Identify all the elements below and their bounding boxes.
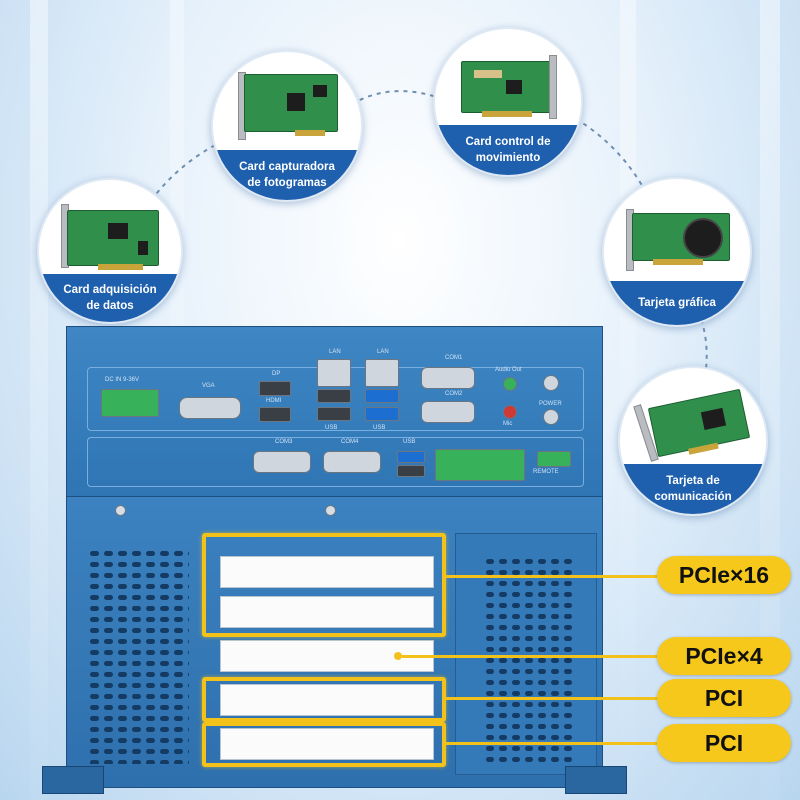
right-vent [485, 557, 577, 767]
dc-in-label: DC IN 9-36V [105, 377, 140, 383]
dc-in-terminal[interactable] [101, 389, 159, 417]
card-data-acquisition[interactable]: Card adquisición de datos [37, 178, 183, 324]
hdmi-label: HDMI [266, 398, 282, 404]
gpio-terminal[interactable] [435, 449, 525, 481]
usb-port-2[interactable] [317, 407, 351, 421]
lan-port-1[interactable] [317, 359, 351, 387]
vga-port[interactable] [179, 397, 241, 419]
usb-port-6[interactable] [397, 465, 425, 477]
com1-port[interactable] [421, 367, 475, 389]
pci-1-highlight [202, 677, 446, 722]
usb-label: USB [373, 425, 386, 431]
pcie-x4-connector [402, 655, 657, 658]
vga-label: VGA [202, 383, 215, 389]
mic-label: Mic [503, 421, 513, 427]
expansion-slot-4[interactable] [220, 684, 434, 716]
slot-label-pci: PCI [657, 724, 791, 762]
com1-label: COM1 [445, 355, 463, 361]
card-label: Card capturadora [239, 161, 335, 173]
screw [115, 505, 126, 516]
card-label: Tarjeta de [666, 475, 720, 487]
usb-port-3[interactable] [365, 389, 399, 403]
lower-io-frame [87, 437, 584, 487]
dp-port[interactable] [259, 381, 291, 396]
reset-button[interactable] [543, 375, 559, 391]
expansion-slot-2[interactable] [220, 596, 434, 628]
pci-2-highlight [202, 722, 446, 767]
light-streak [760, 0, 780, 800]
chassis-foot [42, 766, 104, 794]
card-label: de fotogramas [247, 177, 327, 189]
mic-jack[interactable] [503, 405, 517, 419]
card-motion-control[interactable]: Card control de movimiento [433, 27, 583, 177]
card-label: Card control de [465, 136, 551, 148]
light-streak [30, 0, 48, 800]
remote-label: REMOTE [533, 469, 559, 475]
card-label: movimiento [475, 152, 541, 164]
com2-port[interactable] [421, 401, 475, 423]
pcie-x16-connector [442, 575, 657, 578]
card-frame-grabber[interactable]: Card capturadora de fotogramas [211, 50, 363, 202]
usb-label: USB [325, 425, 338, 431]
power-label: POWER [539, 401, 562, 407]
pci-1-connector [442, 697, 657, 700]
lan-label: LAN [377, 349, 389, 355]
pci-2-connector [442, 742, 657, 745]
card-label: de datos [86, 300, 134, 312]
usb-port-4[interactable] [365, 407, 399, 421]
expansion-slot-1[interactable] [220, 556, 434, 588]
slot-label-pci: PCI [657, 679, 791, 717]
chassis-io-panel: DC IN 9-36V VGA DP HDMI LAN USB LAN USB … [66, 326, 603, 498]
audio-out-label: Audio Out [495, 367, 522, 373]
usb-label: USB [403, 439, 416, 445]
com3-label: COM3 [275, 439, 293, 445]
card-graphics[interactable]: Tarjeta gráfica [602, 177, 752, 327]
card-label: Tarjeta gráfica [638, 297, 716, 309]
dp-label: DP [272, 371, 281, 377]
com4-label: COM4 [341, 439, 359, 445]
usb-port-1[interactable] [317, 389, 351, 403]
pcie-x16-highlight [202, 533, 446, 637]
usb-port-5[interactable] [397, 451, 425, 463]
card-label: Card adquisición [63, 284, 157, 296]
screw [325, 505, 336, 516]
pcie-x4-marker [394, 652, 402, 660]
remote-terminal[interactable] [537, 451, 571, 467]
power-button[interactable] [543, 409, 559, 425]
slot-label-pcie-x16: PCIe×16 [657, 556, 791, 594]
expansion-slot-5[interactable] [220, 728, 434, 760]
card-label: comunicación [654, 491, 732, 503]
lan-label: LAN [329, 349, 341, 355]
hdmi-port[interactable] [259, 407, 291, 422]
com3-port[interactable] [253, 451, 311, 473]
chassis-foot [565, 766, 627, 794]
lan-port-2[interactable] [365, 359, 399, 387]
slot-label-pcie-x4: PCIe×4 [657, 637, 791, 675]
card-communication[interactable]: Tarjeta de comunicación [618, 366, 768, 516]
com2-label: COM2 [445, 391, 463, 397]
left-vent [89, 549, 189, 764]
com4-port[interactable] [323, 451, 381, 473]
audio-out-jack[interactable] [503, 377, 517, 391]
